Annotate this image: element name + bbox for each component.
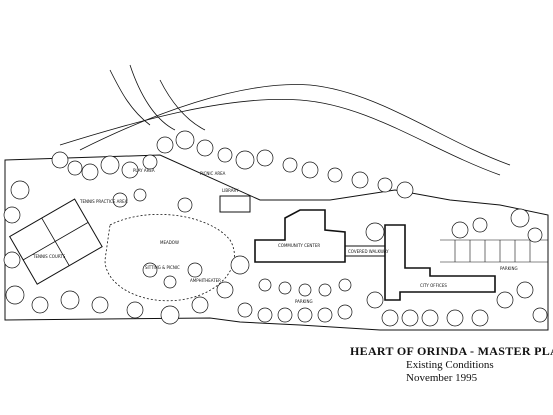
- plan-subtitle: Existing Conditions: [406, 359, 494, 371]
- label-parking-east: PARKING: [500, 266, 518, 271]
- label-community-center: COMMUNITY CENTER: [278, 243, 320, 248]
- label-meadow: MEADOW: [160, 240, 179, 245]
- label-tennis-courts: TENNIS COURTS: [32, 254, 66, 259]
- library: [219, 195, 251, 213]
- contour-line: [129, 64, 176, 131]
- contour-line: [79, 84, 511, 166]
- community-center: [254, 209, 346, 263]
- tennis-courts: [9, 198, 103, 285]
- plan-title: HEART OF ORINDA - MASTER PLAN: [350, 344, 553, 358]
- label-play-area: PLAY AREA: [133, 168, 155, 173]
- label-picnic-area: PICNIC AREA: [200, 171, 226, 176]
- contour-line: [109, 69, 151, 126]
- meadow: [104, 214, 235, 302]
- tree-canopies: [3, 130, 548, 327]
- contour-line: [59, 99, 501, 176]
- label-library: LIBRARY: [222, 188, 239, 193]
- plan-date: November 1995: [406, 372, 478, 384]
- city-offices: [384, 224, 496, 301]
- site-boundary: [4, 154, 549, 331]
- label-covered-walkway: COVERED WALKWAY: [348, 249, 389, 254]
- title-block: HEART OF ORINDA - MASTER PLAN Existing C…: [350, 344, 553, 385]
- label-city-offices: CITY OFFICES: [420, 283, 447, 288]
- parking-east: [440, 239, 548, 263]
- label-amphitheater: AMPHITHEATER: [190, 278, 221, 283]
- label-tennis-practice: TENNIS PRACTICE AREA: [79, 199, 128, 204]
- label-sitting-area: SITTING & PICNIC: [145, 265, 180, 270]
- label-parking-south: PARKING: [295, 299, 313, 304]
- contour-line: [159, 79, 206, 131]
